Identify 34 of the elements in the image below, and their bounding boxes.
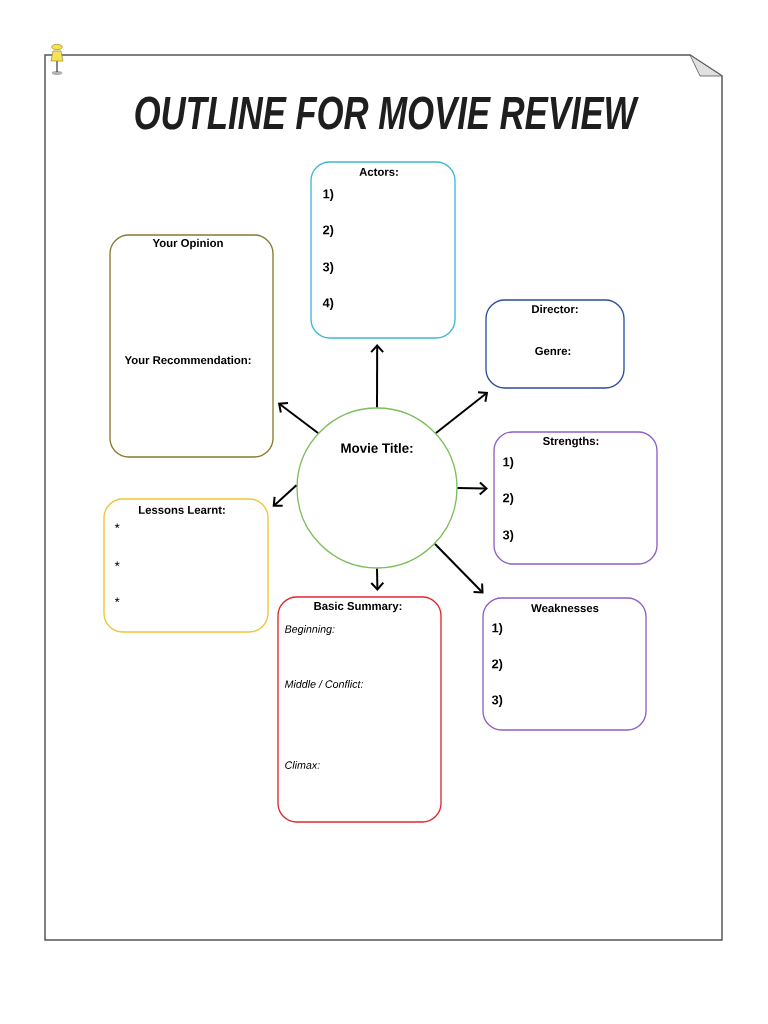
- list-number: 1): [503, 457, 514, 469]
- arrow: [272, 484, 298, 507]
- box-heading: Your Opinion: [152, 238, 223, 250]
- list-number: 3): [491, 695, 503, 707]
- prompt-label: Climax:: [285, 761, 320, 769]
- box-heading: Lessons Learnt:: [139, 506, 225, 514]
- list-number: 4): [322, 298, 334, 310]
- list-bullet: *: [114, 561, 120, 567]
- prompt-label: Middle / Conflict:: [284, 680, 363, 688]
- box-heading: Director:: [532, 304, 578, 314]
- arrow: [435, 391, 489, 434]
- arrow: [456, 481, 488, 496]
- list-number: 2): [503, 493, 514, 505]
- list-bullet: *: [114, 523, 120, 529]
- page-title: OUTLINE FOR MOVIE REVIEW: [135, 96, 639, 130]
- prompt-label: Beginning:: [284, 625, 335, 635]
- box-heading: Strengths:: [543, 436, 599, 448]
- list-number: 3): [502, 530, 514, 542]
- box-heading: Actors:: [359, 168, 398, 176]
- arrow: [370, 344, 385, 409]
- box-heading: Basic Summary:: [314, 601, 402, 613]
- list-number: 1): [323, 189, 334, 201]
- circle-heading: Movie Title:: [341, 443, 413, 453]
- arrow: [370, 567, 385, 591]
- prompt-label: Your Recommendation:: [124, 355, 251, 365]
- list-number: 1): [492, 623, 503, 635]
- box-heading: Weaknesses: [531, 603, 599, 613]
- list-number: 2): [323, 225, 334, 237]
- list-bullet: *: [114, 597, 120, 603]
- list-number: 3): [322, 262, 334, 274]
- arrow: [434, 543, 484, 594]
- arrow: [277, 401, 319, 434]
- prompt-label: Genre:: [535, 347, 571, 355]
- list-number: 2): [492, 659, 503, 671]
